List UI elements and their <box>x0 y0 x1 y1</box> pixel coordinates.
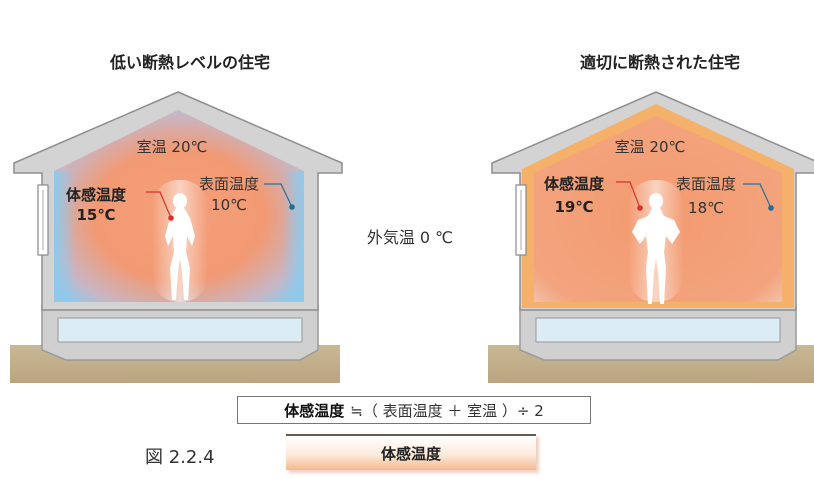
figure-number: 図 2.2.4 <box>145 447 215 468</box>
left-sensed-temp-value: 15℃ <box>76 206 115 224</box>
left-house: 低い断熱レベルの住宅 室温 20℃ 体感温度 15℃ 表面温度 10℃ <box>10 53 343 383</box>
right-sensed-temp-value: 19℃ <box>554 198 593 216</box>
left-person-silhouette <box>165 193 195 300</box>
right-sensed-temp-marker <box>637 205 643 211</box>
right-person-silhouette <box>632 193 680 304</box>
right-room-temperature: 室温 20℃ <box>615 138 686 156</box>
right-surface-temp-leader <box>743 183 772 209</box>
formula-expression: ≒（ 表面温度 ＋ 室温 ）÷ 2 <box>350 401 544 420</box>
left-cold-wall-right <box>282 171 304 302</box>
formula-term: 体感温度 <box>284 401 345 420</box>
left-room-temperature: 室温 20℃ <box>137 138 208 156</box>
right-surface-temp-label: 表面温度 <box>676 175 736 193</box>
left-surface-temp-leader <box>264 183 293 208</box>
left-surface-temp-marker <box>289 204 295 210</box>
right-sensed-temp-label: 体感温度 <box>544 175 605 193</box>
left-surface-temp-label: 表面温度 <box>199 175 259 193</box>
left-sensed-temp-leader <box>146 191 172 219</box>
left-underfloor-window <box>57 317 303 343</box>
left-sensed-temp-marker <box>168 215 174 221</box>
left-surface-temp-value: 10℃ <box>211 196 247 214</box>
right-surface-temp-marker <box>768 205 774 211</box>
right-house: 適切に断熱された住宅 室温 20℃ 体感温度 19℃ 表面温度 18℃ <box>488 53 814 383</box>
right-house-title: 適切に断熱された住宅 <box>580 53 740 72</box>
formula-box: 体感温度 ≒（ 表面温度 ＋ 室温 ）÷ 2 <box>237 396 591 424</box>
left-cold-wall-left <box>54 171 76 302</box>
left-house-title: 低い断熱レベルの住宅 <box>109 53 270 72</box>
right-sensed-temp-leader <box>616 181 641 209</box>
outside-temperature: 外気温 0 ℃ <box>367 228 453 247</box>
figure-caption: 体感温度 <box>286 434 536 470</box>
right-underfloor-window <box>535 317 781 343</box>
left-sensed-temp-label: 体感温度 <box>66 186 127 204</box>
right-surface-temp-value: 18℃ <box>688 199 724 217</box>
